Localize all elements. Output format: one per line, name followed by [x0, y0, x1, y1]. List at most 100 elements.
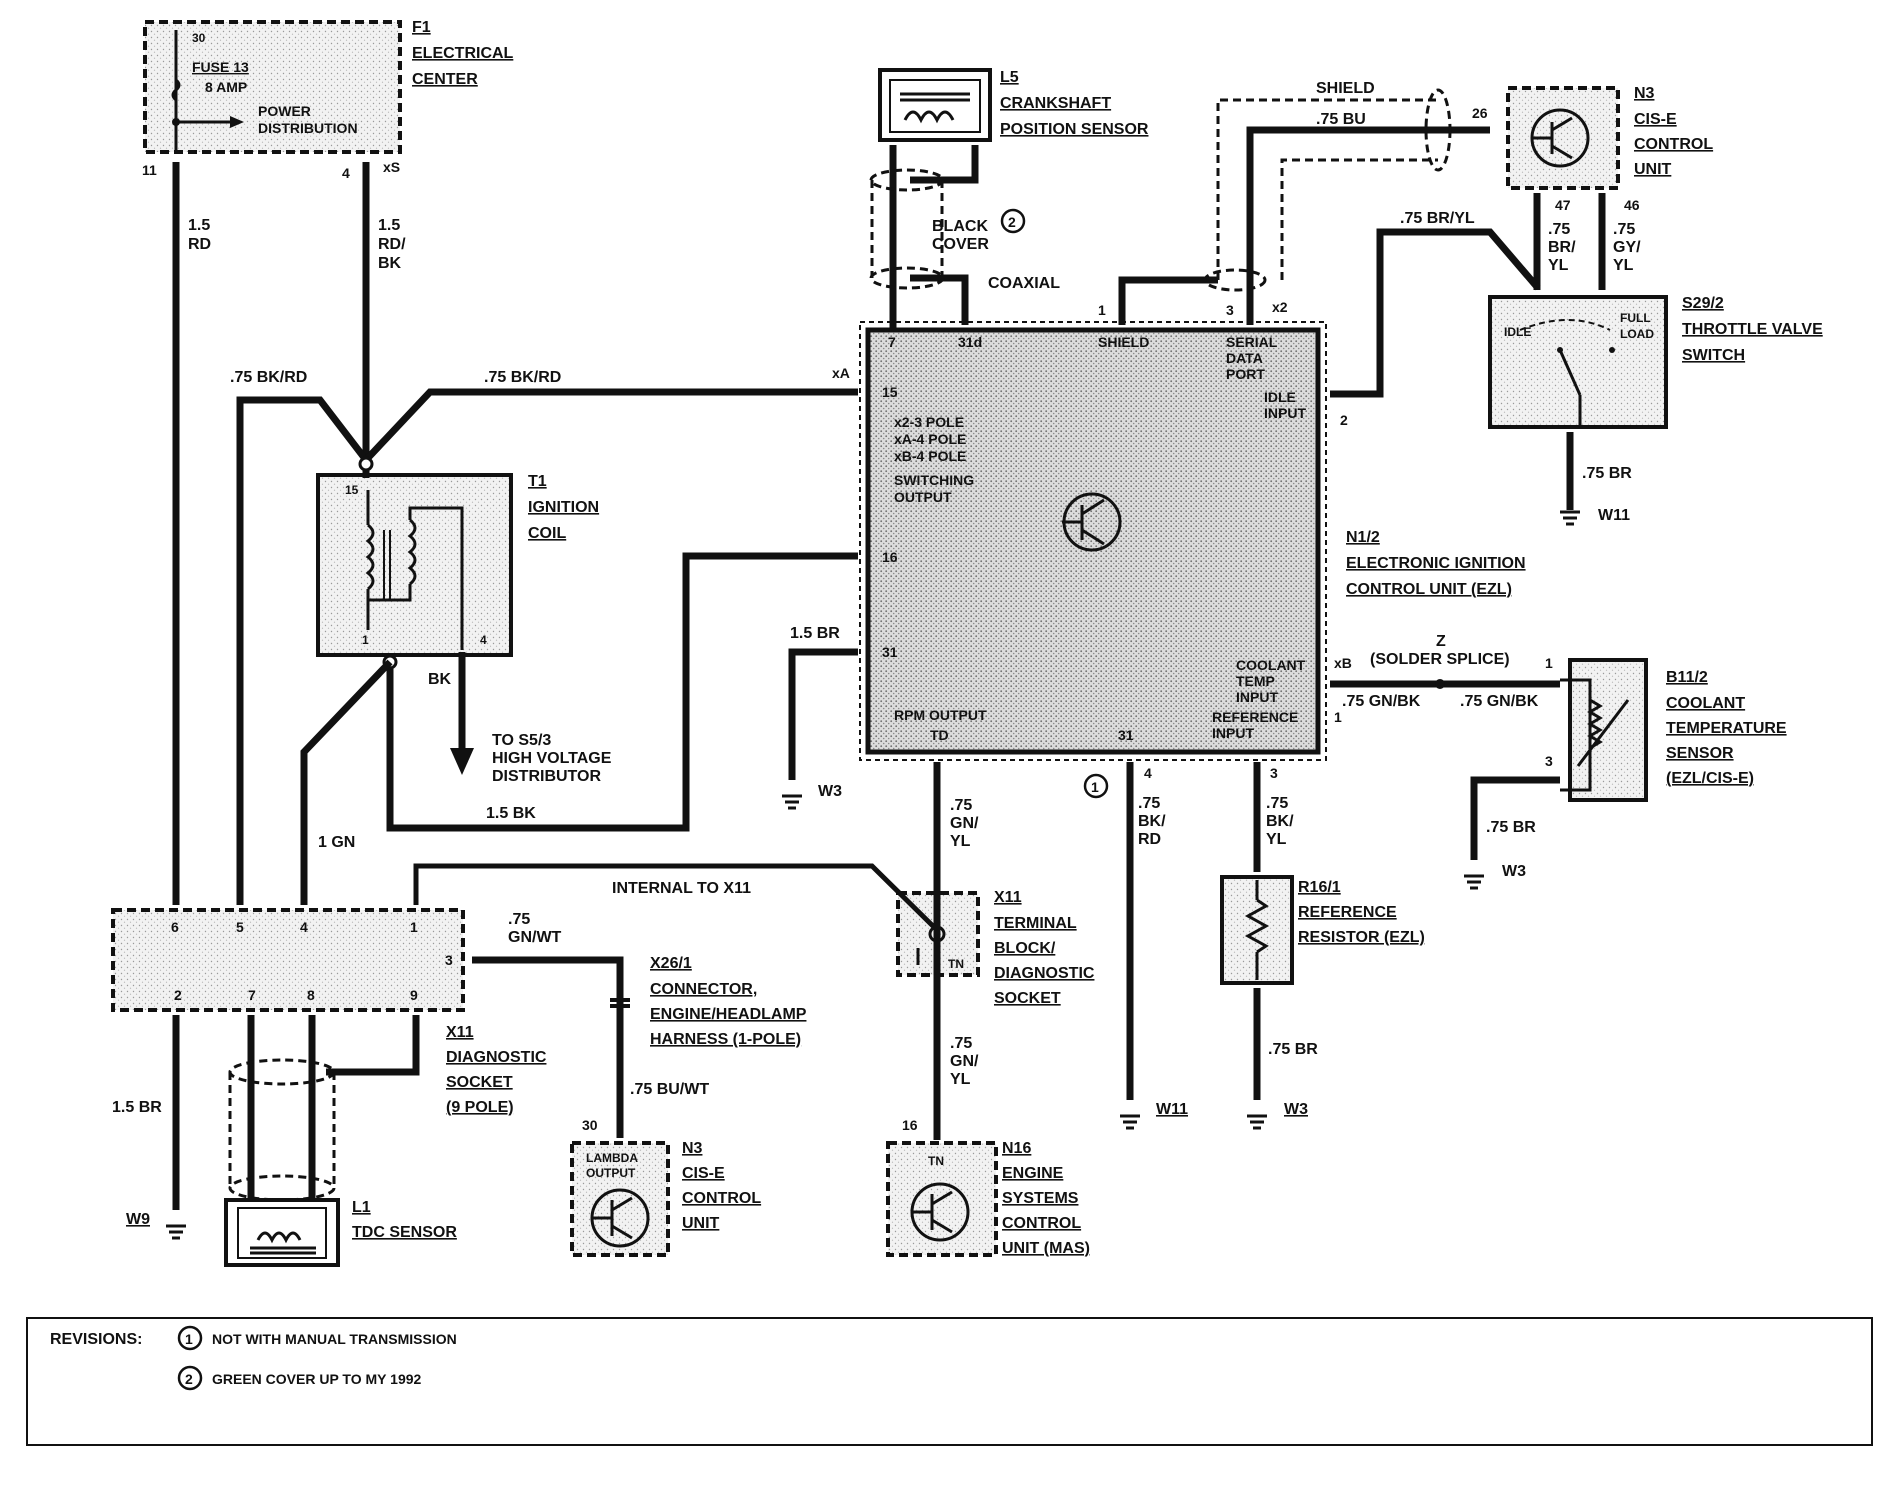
s29-name-2: SWITCH — [1682, 347, 1745, 364]
ground-w3-b11: W3 — [1464, 863, 1526, 890]
wire-label: SHIELD — [1316, 80, 1375, 97]
wire-label: .75 BR — [1486, 819, 1536, 836]
n12-pin-15: 15 — [882, 384, 898, 400]
wire-label: 1.5 — [378, 217, 400, 234]
n16-name-4: UNIT (MAS) — [1002, 1240, 1090, 1257]
f1-pin-4: 4 — [342, 165, 350, 181]
l1-name-1: TDC SENSOR — [352, 1224, 457, 1241]
wire-labels: 1.5 RD 1.5 RD/ BK .75 BK/RD .75 BK/RD SH… — [112, 80, 1641, 1116]
n12-idle-1: IDLE — [1264, 389, 1296, 405]
wires — [172, 126, 1606, 1210]
n12-ref-1: REFERENCE — [1212, 709, 1298, 725]
n16-tn: TN — [928, 1154, 944, 1168]
n3-bot-ref: N3 — [682, 1140, 703, 1157]
b11-name-4: (EZL/CIS-E) — [1666, 770, 1754, 787]
wire-label: BLACK — [932, 218, 988, 235]
wire-label: .75 BK/RD — [230, 369, 307, 386]
wire-label: RD — [188, 236, 211, 253]
x11-terminal-block: TN X11 TERMINAL BLOCK/ DIAGNOSTIC SOCKET — [896, 889, 1095, 1007]
wire-label: 1.5 BR — [790, 625, 840, 642]
n12-pin-31: 31 — [882, 644, 898, 660]
l1-ref: L1 — [352, 1199, 371, 1216]
n12-serial-2: DATA — [1226, 350, 1263, 366]
n12-ref-2: INPUT — [1212, 725, 1254, 741]
x11-diag-name-2: SOCKET — [446, 1074, 513, 1091]
wire-label: .75 BR/YL — [1400, 210, 1475, 227]
x26-connector: X26/1 CONNECTOR, ENGINE/HEADLAMP HARNESS… — [650, 955, 807, 1048]
pin-label: 3 — [1270, 765, 1278, 781]
wire-label: .75 BU — [1316, 111, 1366, 128]
t1-pin-1: 1 — [362, 633, 369, 647]
x11-diag-pin-6: 6 — [171, 919, 179, 935]
grounds: W11 W3 W3 W11 W3 W9 — [126, 507, 1630, 1240]
t1-ref: T1 — [528, 473, 547, 490]
ground-label-w11-s29: W11 — [1598, 507, 1630, 524]
wire-label: .75 — [1613, 221, 1635, 238]
n3-top-name-2: CONTROL — [1634, 136, 1713, 153]
r16-ref: R16/1 — [1298, 879, 1341, 896]
s29-load: LOAD — [1620, 327, 1654, 341]
n3-bot-lambda-2: OUTPUT — [586, 1166, 636, 1180]
wire-label: .75 — [1266, 795, 1288, 812]
x11-term-name-4: SOCKET — [994, 990, 1061, 1007]
n12-switching-2: OUTPUT — [894, 489, 952, 505]
n12-idle-2: INPUT — [1264, 405, 1306, 421]
f1-name-1: ELECTRICAL — [412, 45, 514, 62]
n3-bot-name-2: CONTROL — [682, 1190, 761, 1207]
wire-label: .75 — [1138, 795, 1160, 812]
x11-term-ref: X11 — [994, 889, 1022, 906]
revisions-title: REVISIONS: — [50, 1331, 142, 1348]
wire-label: DISTRIBUTOR — [492, 768, 601, 785]
b11-pin-3: 3 — [1545, 753, 1553, 769]
s29-full: FULL — [1620, 311, 1651, 325]
l5-name-2: POSITION SENSOR — [1000, 121, 1149, 138]
ground-w3-bottom: W3 — [1247, 1101, 1308, 1130]
b11-ref: B11/2 — [1666, 669, 1708, 686]
ground-label-w3-bottom: W3 — [1284, 1101, 1308, 1118]
wire-label: 1 GN — [318, 834, 355, 851]
f1-electrical-center: 30 FUSE 13 8 AMP POWER DISTRIBUTION F1 E… — [142, 19, 514, 181]
n16-name-2: SYSTEMS — [1002, 1190, 1079, 1207]
l5-name-1: CRANKSHAFT — [1000, 95, 1111, 112]
f1-power-label: POWER — [258, 103, 311, 119]
r16-name-1: REFERENCE — [1298, 904, 1397, 921]
revision-item-1: NOT WITH MANUAL TRANSMISSION — [212, 1331, 457, 1347]
n3-bot-pin-30: 30 — [582, 1117, 598, 1133]
x26-name-3: HARNESS (1-POLE) — [650, 1031, 801, 1048]
x26-ref: X26/1 — [650, 955, 692, 972]
l5-ref: L5 — [1000, 69, 1019, 86]
wire-label: 1.5 BK — [486, 805, 536, 822]
b11-coolant-sensor: B11/2 COOLANT TEMPERATURE SENSOR (EZL/CI… — [1545, 655, 1787, 802]
f1-fuse-label: FUSE 13 — [192, 59, 249, 75]
n12-name-2: CONTROL UNIT (EZL) — [1346, 581, 1512, 598]
x11-diag-pin-1: 1 — [410, 919, 418, 935]
wire-label: GN/WT — [508, 929, 562, 946]
n12-pin-7: 7 — [888, 334, 896, 350]
t1-pin-15: 15 — [345, 483, 359, 497]
wire-label: GN/ — [950, 1053, 979, 1070]
x11-diag-pin-5: 5 — [236, 919, 244, 935]
n12-ezl-control-unit: 7 31d SHIELD SERIAL DATA PORT IDLE INPUT… — [832, 299, 1526, 761]
b11-name-3: SENSOR — [1666, 745, 1734, 762]
x11-term-name-1: TERMINAL — [994, 915, 1077, 932]
n12-shield: SHIELD — [1098, 334, 1149, 350]
n16-engine-systems: TN 16 N16 ENGINE SYSTEMS CONTROL UNIT (M… — [886, 1117, 1090, 1257]
wire-label: .75 — [950, 1035, 972, 1052]
wire-label: RD/ — [378, 236, 406, 253]
t1-name-1: IGNITION — [528, 499, 599, 516]
x26-name-2: ENGINE/HEADLAMP — [650, 1006, 807, 1023]
pin-label: 3 — [1226, 302, 1234, 318]
n12-conn-xa: xA — [832, 365, 850, 381]
wire-label: BK/ — [1138, 813, 1166, 830]
n12-rpm-output: RPM OUTPUT — [894, 707, 987, 723]
x11-term-name-3: DIAGNOSTIC — [994, 965, 1095, 982]
n3-bot-lambda-1: LAMBDA — [586, 1151, 638, 1165]
x11-diag-ref: X11 — [446, 1024, 474, 1041]
f1-amp-label: 8 AMP — [205, 79, 247, 95]
t1-pin-4: 4 — [480, 633, 487, 647]
n12-coolant-2: TEMP — [1236, 673, 1275, 689]
wire-label: GN/ — [950, 815, 979, 832]
x11-diag-pin-2: 2 — [174, 987, 182, 1003]
wire-label: YL — [1548, 257, 1569, 274]
